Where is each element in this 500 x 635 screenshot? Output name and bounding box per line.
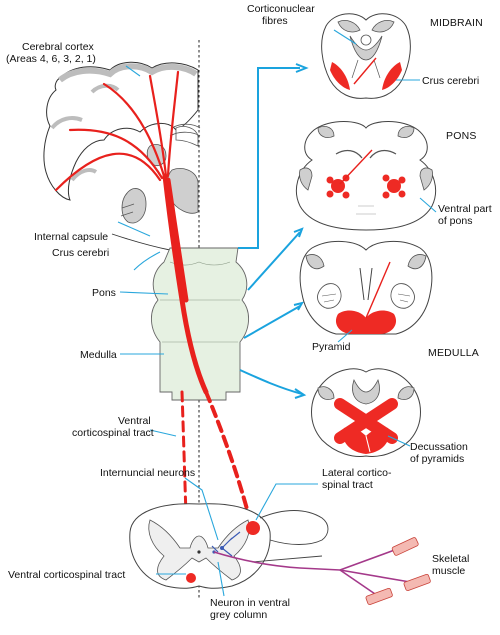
lentiform-nucleus <box>121 188 147 224</box>
label-lateral-tract-1: Lateral cortico- <box>322 467 392 479</box>
pons-section <box>296 121 436 231</box>
cortex-grey-band <box>58 63 198 83</box>
dorsal-root <box>259 510 329 545</box>
section-arrows <box>238 63 309 399</box>
ventral-root <box>251 555 323 563</box>
label-cerebral-cortex-1: Cerebral cortex <box>22 41 95 53</box>
ventral-tract-spot <box>186 573 196 583</box>
leader-lines <box>117 29 437 597</box>
label-medulla-section: MEDULLA <box>428 347 479 359</box>
cerebral-cortex <box>43 61 199 201</box>
label-ventral-tract-2: corticospinal tract <box>72 427 154 439</box>
label-corticonuclear-1: Corticonuclear <box>247 3 315 15</box>
brainstem <box>151 247 249 401</box>
label-crus-cerebri-left: Crus cerebri <box>52 247 109 259</box>
label-ventral-part-2: of pons <box>438 215 472 227</box>
label-medulla: Medulla <box>80 349 117 361</box>
label-ventral-part-1: Ventral part <box>438 203 492 215</box>
label-internal-capsule: Internal capsule <box>34 231 108 243</box>
label-skeletal-muscle-2: muscle <box>432 565 465 577</box>
spinal-cord <box>129 503 329 589</box>
spinal-grey-matter <box>148 519 250 581</box>
lateral-tract-spot <box>246 521 260 535</box>
label-midbrain: MIDBRAIN <box>430 17 483 29</box>
label-decussation-2: of pyramids <box>410 453 464 465</box>
label-decussation-1: Decussation <box>410 441 468 453</box>
label-internuncial-neurons: Internuncial neurons <box>100 467 195 479</box>
label-corticonuclear-2: fibres <box>262 15 288 27</box>
motor-nerve <box>213 547 411 597</box>
skeletal-muscle <box>365 537 431 605</box>
internuncial-neuron-body <box>220 546 224 550</box>
label-pyramid: Pyramid <box>312 341 351 353</box>
label-pons: Pons <box>92 287 116 299</box>
upper-medulla-section <box>299 241 433 335</box>
label-ventral-tract-1: Ventral <box>118 415 151 427</box>
label-skeletal-muscle-1: Skeletal <box>432 553 469 565</box>
label-crus-cerebri-right: Crus cerebri <box>422 75 479 87</box>
label-lateral-tract-2: spinal tract <box>322 479 373 491</box>
central-canal <box>197 550 201 554</box>
label-ventral-corticospinal-bottom: Ventral corticospinal tract <box>8 569 125 581</box>
hemisphere-base <box>111 233 171 251</box>
text-labels: Cerebral cortex (Areas 4, 6, 3, 2, 1) Co… <box>6 3 492 621</box>
lower-medulla-section <box>311 368 421 457</box>
internuncial-neurons <box>211 531 241 557</box>
label-cerebral-cortex-2: (Areas 4, 6, 3, 2, 1) <box>6 53 96 65</box>
lateral-ventricle <box>175 126 199 147</box>
midbrain-section <box>321 13 411 99</box>
label-pons-section: PONS <box>446 130 477 142</box>
label-neuron-ventral-1: Neuron in ventral <box>210 597 290 609</box>
corpus-callosum-arc <box>169 123 201 137</box>
label-neuron-ventral-2: grey column <box>210 609 267 621</box>
lentiform-lines <box>120 203 135 217</box>
